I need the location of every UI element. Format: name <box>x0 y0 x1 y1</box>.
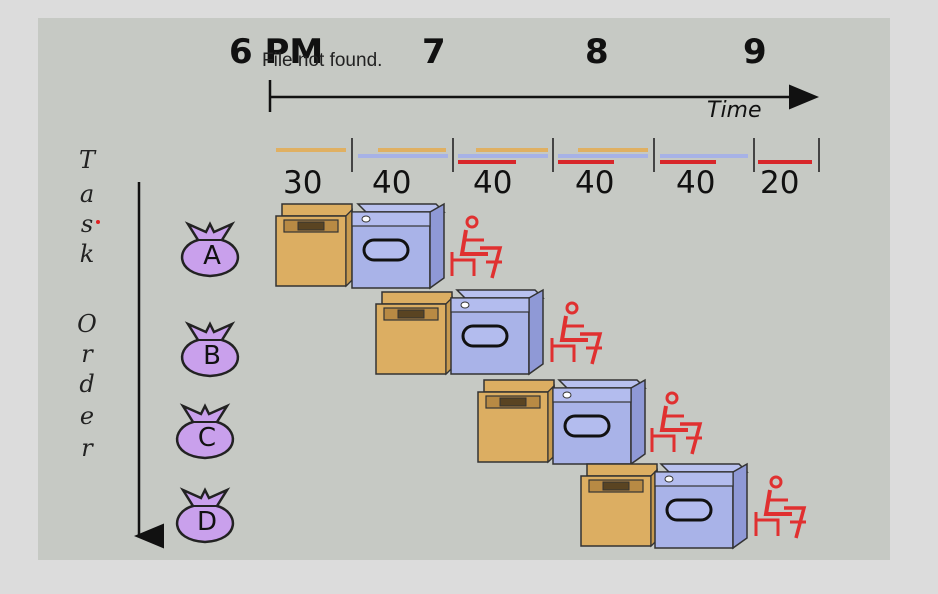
hour-label-9: 9 <box>743 32 767 72</box>
hour-label-6pm: 6 PM <box>229 32 324 72</box>
red-dot <box>96 220 100 224</box>
duration-slot-6: 20 <box>760 165 800 201</box>
washer-icon <box>275 203 353 287</box>
duration-slot-2: 40 <box>372 165 412 201</box>
task-order-char: k <box>79 240 95 268</box>
hour-label-8: 8 <box>585 32 609 72</box>
task-label-b: B <box>203 341 221 371</box>
folding-person-icon <box>550 301 604 366</box>
task-order-char: s <box>80 210 94 238</box>
folding-person-icon <box>754 475 808 540</box>
washer-icon <box>477 379 555 463</box>
folding-person-icon <box>650 391 704 456</box>
duration-slot-3: 40 <box>473 165 513 201</box>
task-label-c: C <box>198 423 216 453</box>
task-order-char: e <box>79 402 95 430</box>
dryer-icon <box>551 378 647 466</box>
task-label-a: A <box>203 241 221 271</box>
dryer-icon <box>449 288 545 376</box>
task-order-char: O <box>77 310 97 338</box>
slide-canvas <box>38 18 890 560</box>
folding-person-icon <box>450 215 504 280</box>
stage-bars <box>276 148 812 164</box>
task-order-char: a <box>79 180 95 208</box>
time-slot-dividers <box>351 138 820 172</box>
duration-slot-4: 40 <box>575 165 615 201</box>
task-order-char: r <box>81 340 93 368</box>
duration-wash-a: 30 <box>283 165 323 201</box>
task-order-char: r <box>81 434 93 462</box>
washer-icon <box>580 463 658 547</box>
dryer-icon <box>653 462 749 550</box>
hour-label-7: 7 <box>422 32 446 72</box>
task-order-char: d <box>79 370 95 398</box>
dryer-icon <box>350 202 446 290</box>
task-order-char: T <box>78 146 95 174</box>
missing-image-notice: File not found. <box>262 50 383 71</box>
task-label-d: D <box>197 507 217 537</box>
time-axis-label: Time <box>707 98 762 123</box>
duration-slot-5: 40 <box>676 165 716 201</box>
washer-icon <box>375 291 453 375</box>
